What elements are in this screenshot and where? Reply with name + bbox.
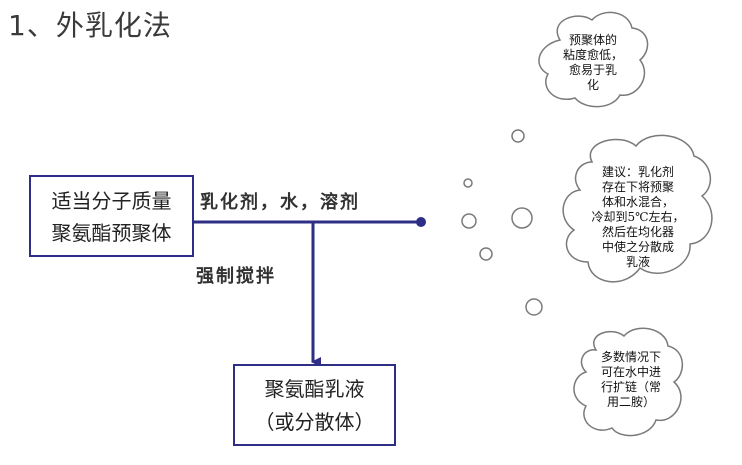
cloud-note-3-line: 用二胺）: [606, 395, 655, 409]
cloud-note-2-line: 体和水混合，: [601, 195, 674, 209]
thought-cloud-1: [511, 11, 649, 143]
cloud-note-1: 预聚体的 粘度愈低， 愈易于乳 化: [553, 33, 633, 93]
cloud-note-3-line: 多数情况下: [600, 350, 661, 364]
prepolymer-line1: 适当分子质量: [51, 189, 172, 213]
emulsion-box: 聚氨酯乳液 （或分散体）: [233, 364, 396, 446]
cloud-note-2: 建议：乳化剂 存在下将预聚 体和水混合， 冷却到5℃左右， 然后在均化器 中使之…: [582, 165, 694, 270]
page-title: 1、外乳化法: [8, 9, 172, 42]
connector-end-dot: [416, 217, 426, 227]
thought-cloud-2: [461, 134, 713, 283]
prepolymer-line2: 聚氨酯预聚体: [51, 221, 172, 245]
cloud-note-3: 多数情况下 可在水中进 行扩链（常 用二胺）: [588, 350, 674, 410]
cloud-note-2-line: 存在下将预聚: [601, 180, 674, 194]
thought-cloud-3: [525, 298, 683, 437]
cloud-note-3-line: 行扩链（常: [600, 380, 661, 394]
cloud-note-2-line: 建议：乳化剂: [601, 165, 674, 179]
cloud-note-3-line: 可在水中进: [600, 365, 661, 379]
reagents-label: 乳化剂，水，溶剂: [200, 192, 360, 213]
cloud-note-1-line: 愈易于乳: [568, 63, 617, 77]
cloud-note-2-line: 乳液: [625, 255, 650, 269]
cloud-note-1-line: 粘度愈低，: [562, 48, 623, 62]
cloud-note-1-line: 预聚体的: [568, 33, 617, 47]
cloud-note-2-line: 冷却到5℃左右，: [591, 210, 685, 224]
cloud-note-1-line: 化: [586, 78, 599, 92]
cloud-note-2-line: 然后在均化器: [601, 225, 674, 239]
cloud-note-2-line: 中使之分散成: [601, 240, 674, 254]
prepolymer-box: 适当分子质量 聚氨酯预聚体: [29, 175, 194, 257]
emulsion-line1: 聚氨酯乳液: [264, 377, 365, 401]
stirring-label: 强制搅拌: [196, 266, 276, 287]
emulsion-line2: （或分散体）: [254, 410, 375, 434]
